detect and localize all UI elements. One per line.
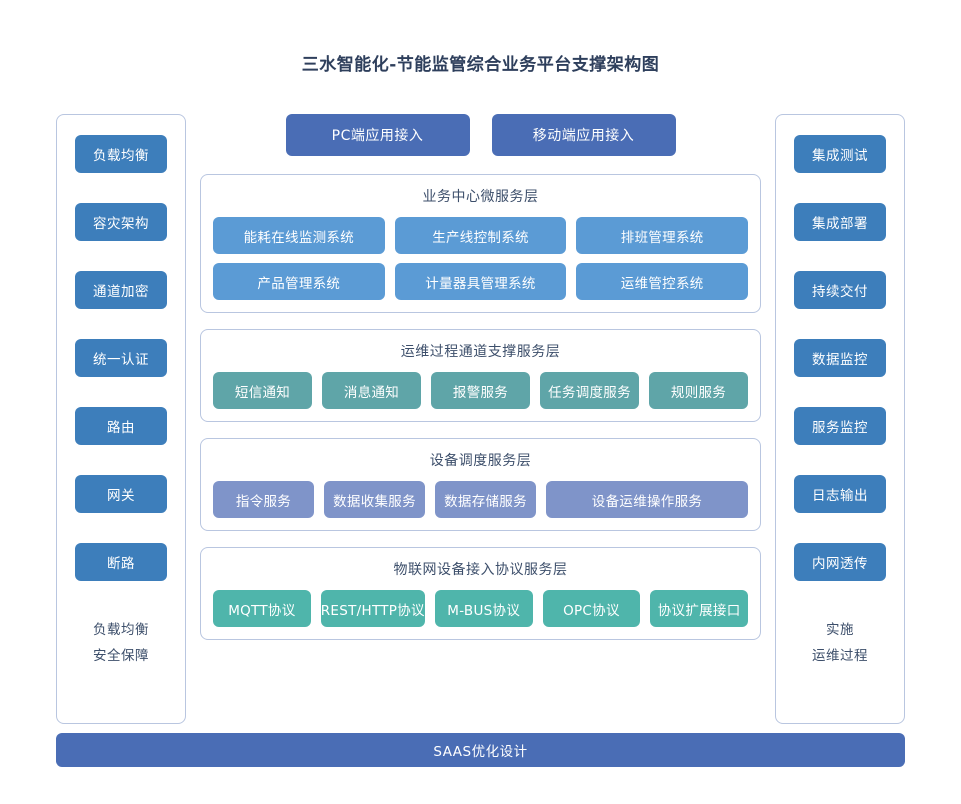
service-node[interactable]: M-BUS协议 (434, 590, 533, 627)
service-node[interactable]: 排班管理系统 (576, 217, 749, 254)
service-layer-2-row-1: 短信通知消息通知报警服务任务调度服务规则服务 (213, 372, 748, 409)
right-button-3[interactable]: 持续交付 (794, 271, 886, 309)
right-button-list: 集成测试集成部署持续交付数据监控服务监控日志输出内网透传 (794, 135, 886, 611)
service-layer-1-row-2: 产品管理系统计量器具管理系统运维管控系统 (213, 263, 749, 300)
right-button-7[interactable]: 内网透传 (794, 543, 886, 581)
service-node[interactable]: OPC协议 (542, 590, 641, 627)
service-layer-3: 设备调度服务层指令服务数据收集服务数据存储服务设备运维操作服务 (200, 438, 761, 531)
service-node[interactable]: 消息通知 (322, 372, 421, 409)
service-node[interactable]: 能耗在线监测系统 (213, 217, 385, 254)
right-devops-column: 集成测试集成部署持续交付数据监控服务监控日志输出内网透传 实施 运维过程 (775, 114, 905, 724)
application-access-row: PC端应用接入移动端应用接入 (200, 114, 761, 156)
service-node[interactable]: 生产线控制系统 (394, 217, 567, 254)
right-button-4[interactable]: 数据监控 (794, 339, 886, 377)
service-layer-3-title: 设备调度服务层 (429, 453, 532, 469)
service-layer-1: 业务中心微服务层能耗在线监测系统生产线控制系统排班管理系统产品管理系统计量器具管… (200, 174, 761, 313)
access-box-2[interactable]: 移动端应用接入 (491, 114, 676, 156)
center-stack: PC端应用接入移动端应用接入 业务中心微服务层能耗在线监测系统生产线控制系统排班… (200, 114, 761, 724)
service-node[interactable]: 设备运维操作服务 (546, 481, 748, 518)
service-node[interactable]: 报警服务 (431, 372, 530, 409)
service-layer-1-row-1: 能耗在线监测系统生产线控制系统排班管理系统 (213, 217, 749, 254)
right-button-2[interactable]: 集成部署 (794, 203, 886, 241)
service-layer-4-title: 物联网设备接入协议服务层 (393, 562, 568, 578)
access-box-1[interactable]: PC端应用接入 (285, 114, 470, 156)
left-button-2[interactable]: 容灾架构 (75, 203, 167, 241)
service-node[interactable]: 运维管控系统 (576, 263, 749, 300)
left-column-footer: 负载均衡 安全保障 (93, 617, 149, 669)
service-layer-2-title: 运维过程通道支撑服务层 (400, 344, 561, 360)
service-layer-2: 运维过程通道支撑服务层短信通知消息通知报警服务任务调度服务规则服务 (200, 329, 761, 422)
service-node[interactable]: REST/HTTP协议 (320, 590, 425, 627)
service-node[interactable]: 短信通知 (213, 372, 312, 409)
service-layer-1-title: 业务中心微服务层 (422, 189, 539, 205)
left-button-5[interactable]: 路由 (75, 407, 167, 445)
service-node[interactable]: 指令服务 (213, 481, 314, 518)
left-button-6[interactable]: 网关 (75, 475, 167, 513)
saas-optimization-bar[interactable]: SAAS优化设计 (56, 733, 905, 767)
service-node[interactable]: 协议扩展接口 (650, 590, 748, 627)
service-layer-3-row-1: 指令服务数据收集服务数据存储服务设备运维操作服务 (213, 481, 748, 518)
left-capability-column: 负载均衡容灾架构通道加密统一认证路由网关断路 负载均衡 安全保障 (56, 114, 186, 724)
right-footer-line-2: 运维过程 (812, 648, 868, 664)
service-node[interactable]: 规则服务 (649, 372, 748, 409)
service-node[interactable]: 数据存储服务 (435, 481, 536, 518)
right-button-5[interactable]: 服务监控 (794, 407, 886, 445)
right-column-footer: 实施 运维过程 (812, 617, 868, 669)
service-node[interactable]: 任务调度服务 (540, 372, 639, 409)
left-button-3[interactable]: 通道加密 (75, 271, 167, 309)
left-footer-line-1: 负载均衡 (93, 622, 149, 638)
left-button-1[interactable]: 负载均衡 (75, 135, 167, 173)
right-button-6[interactable]: 日志输出 (794, 475, 886, 513)
service-node[interactable]: 产品管理系统 (213, 263, 385, 300)
left-footer-line-2: 安全保障 (93, 648, 149, 664)
right-button-1[interactable]: 集成测试 (794, 135, 886, 173)
service-node[interactable]: MQTT协议 (213, 590, 311, 627)
service-node[interactable]: 数据收集服务 (324, 481, 425, 518)
service-layer-list: 业务中心微服务层能耗在线监测系统生产线控制系统排班管理系统产品管理系统计量器具管… (200, 174, 761, 640)
service-node[interactable]: 计量器具管理系统 (394, 263, 567, 300)
left-button-list: 负载均衡容灾架构通道加密统一认证路由网关断路 (75, 135, 167, 611)
left-button-7[interactable]: 断路 (75, 543, 167, 581)
diagram-frame: 负载均衡容灾架构通道加密统一认证路由网关断路 负载均衡 安全保障 PC端应用接入… (56, 114, 905, 724)
page-title: 三水智能化-节能监管综合业务平台支撑架构图 (301, 55, 660, 75)
left-button-4[interactable]: 统一认证 (75, 339, 167, 377)
right-footer-line-1: 实施 (826, 622, 854, 638)
